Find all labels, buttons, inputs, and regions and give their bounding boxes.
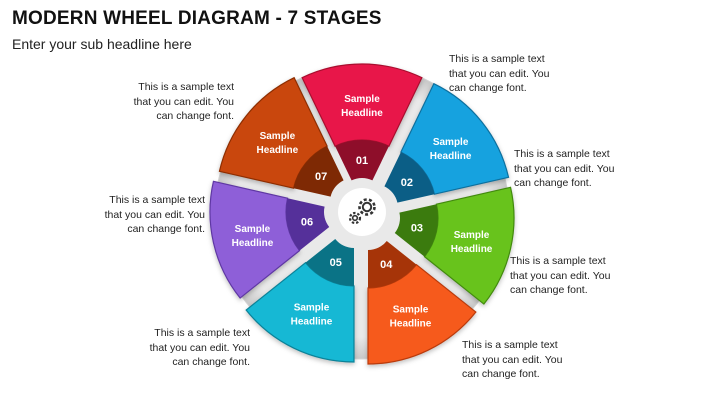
segment-headline-line1: Sample <box>454 230 490 241</box>
segment-number: 07 <box>315 171 327 183</box>
segment-inner <box>286 198 330 251</box>
segment-inner <box>394 204 438 257</box>
segment-headline-line1: Sample <box>344 94 380 105</box>
segment-number: 03 <box>411 222 423 234</box>
segment-number: 05 <box>330 257 342 269</box>
segment-headline-line2: Headline <box>341 108 383 119</box>
segment-headline-line2: Headline <box>257 145 299 156</box>
segment-number: 04 <box>380 259 393 271</box>
page-title: MODERN WHEEL DIAGRAM - 7 STAGES <box>12 8 382 29</box>
segment-inner <box>368 240 417 288</box>
segment-number: 06 <box>301 216 313 228</box>
segment-number: 01 <box>356 155 368 167</box>
segment-inner <box>305 238 354 286</box>
segment-inner <box>293 146 344 197</box>
segment-headline-line1: Sample <box>433 137 469 148</box>
segment-headline-line1: Sample <box>235 224 271 235</box>
gears-icon <box>348 198 376 225</box>
segment-headline-line2: Headline <box>430 151 472 162</box>
segment-inner <box>384 152 435 203</box>
segment-headline-line2: Headline <box>390 318 432 329</box>
segment-headline-line2: Headline <box>451 244 493 255</box>
segment-number: 02 <box>401 177 413 189</box>
segment-headline-line2: Headline <box>291 316 333 327</box>
segment-inner <box>335 140 389 181</box>
segment-headline-line2: Headline <box>232 238 274 249</box>
segment-headline-line1: Sample <box>393 304 429 315</box>
page-subtitle: Enter your sub headline here <box>12 36 192 52</box>
segment-headline-line1: Sample <box>260 131 296 142</box>
segment-headline-line1: Sample <box>294 302 330 313</box>
